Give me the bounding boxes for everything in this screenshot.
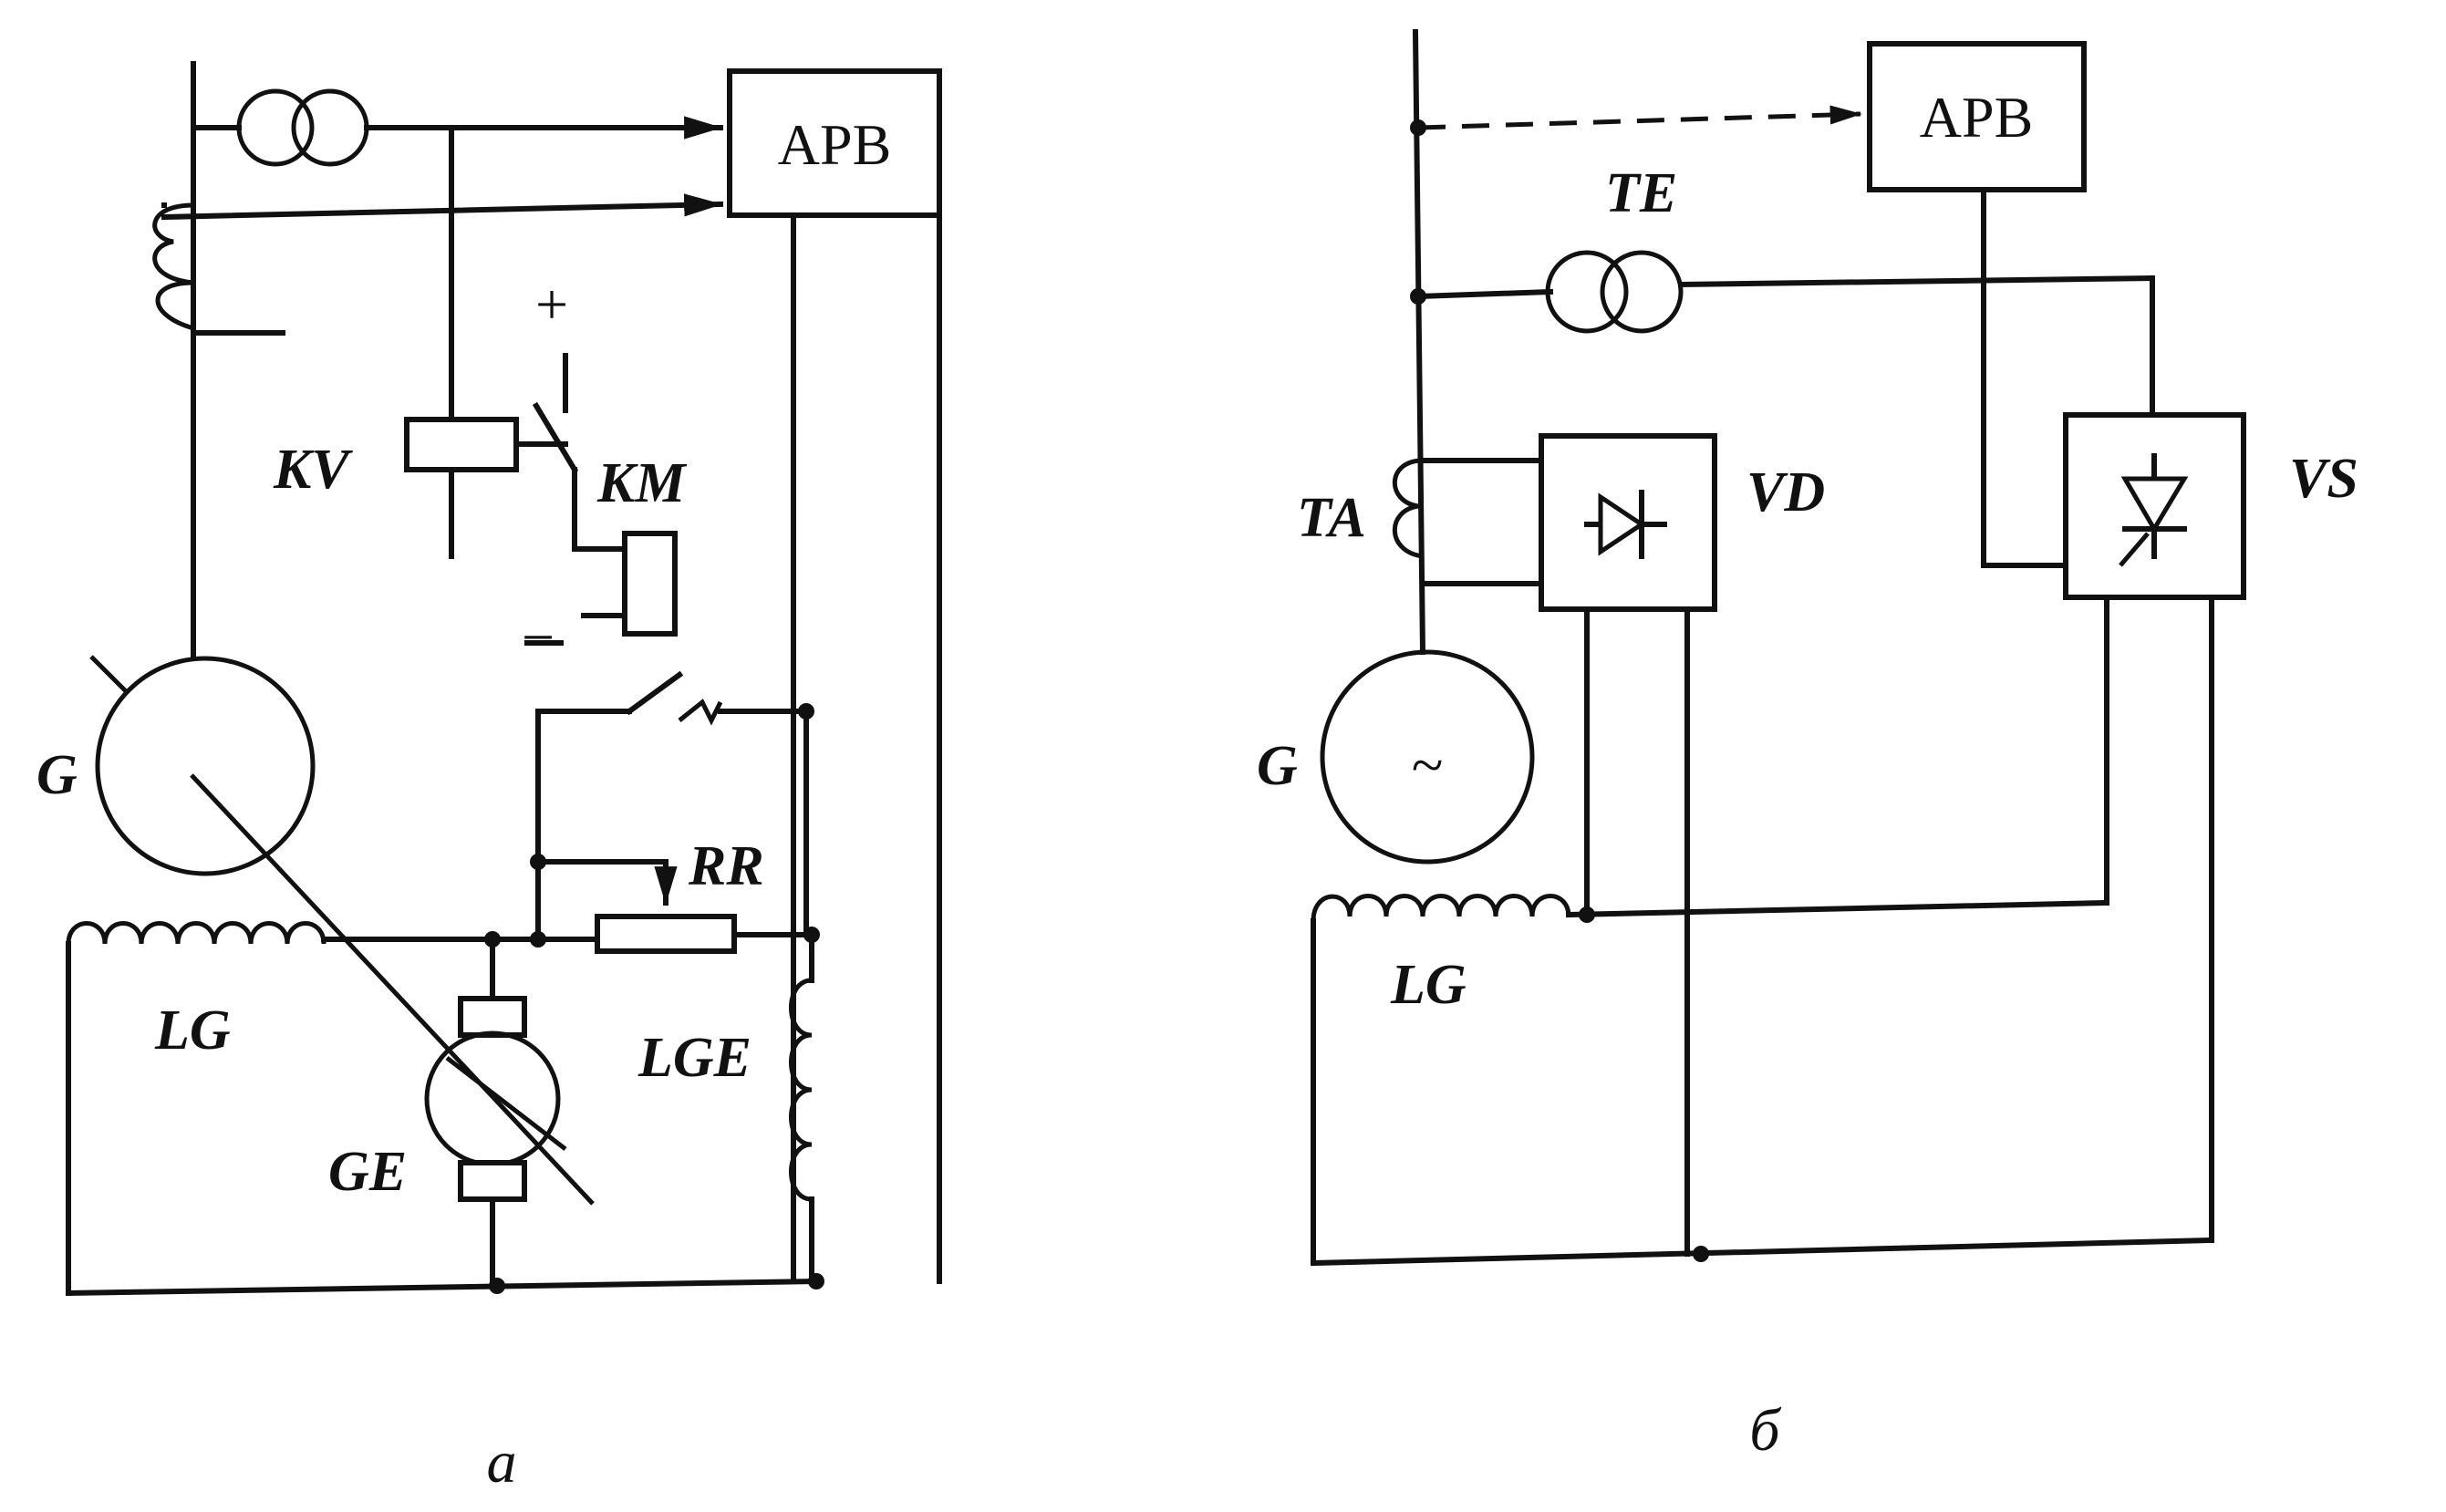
relay-kv-coil: [404, 417, 519, 472]
regulator-signal-dashed: [1417, 105, 1862, 130]
label-lg-a: LG: [154, 999, 231, 1062]
label-kv: KV: [273, 439, 353, 501]
generator-g-b-icon: [1320, 649, 1535, 865]
relay-kv-contact: [532, 401, 579, 474]
generator-ac-symbol: ~: [1412, 732, 1444, 797]
exciter-winding-lge-icon: [789, 978, 813, 1202]
exciter-brush-bottom: [458, 1160, 527, 1202]
diode-icon: [1584, 490, 1667, 559]
current-transformer-coil-icon: [152, 202, 194, 331]
voltage-transformer-icon: [191, 88, 454, 167]
generator-winding-lg-b-icon: [1311, 894, 1571, 922]
caption-b: б: [1749, 1397, 1781, 1464]
contactor-km-coil: [622, 531, 678, 637]
exciter-brush-top: [458, 996, 527, 1038]
thyristor-icon: [2119, 453, 2189, 567]
label-te: TE: [1605, 162, 1677, 224]
diagram-a: АРВ: [36, 61, 942, 1496]
regulator-box-a: [727, 68, 942, 218]
current-signal-arrow: [161, 193, 724, 221]
diagram-b: АРВ: [1257, 28, 2358, 1464]
plus-sign: +: [535, 272, 568, 337]
arc-chute-icon: [678, 699, 723, 726]
label-lge: LGE: [637, 1027, 751, 1089]
label-km: KM: [596, 452, 687, 514]
label-ta: TA: [1297, 487, 1366, 549]
regulator-label-a: АРВ: [778, 112, 892, 177]
caption-a: а: [487, 1429, 517, 1496]
label-lg-b: LG: [1390, 954, 1467, 1016]
regulator-box-b: [1867, 41, 2087, 192]
minus-sign: −: [522, 605, 554, 669]
shaft-line: [190, 773, 595, 1206]
regulator-label-b: АРВ: [1920, 85, 2034, 150]
label-g-b: G: [1257, 735, 1298, 797]
generator-winding-lg-icon: [66, 921, 326, 945]
label-g-a: G: [36, 744, 78, 806]
rheostat-rr: [595, 914, 737, 954]
label-vd: VD: [1746, 461, 1825, 523]
contactor-km-contact: [625, 670, 684, 716]
label-ge: GE: [328, 1141, 407, 1203]
excitation-transformer-te-icon: [1415, 250, 2156, 334]
current-transformer-ta-icon: [1392, 458, 1424, 559]
generator-g-icon: [95, 656, 316, 876]
label-rr: RR: [688, 835, 764, 897]
label-vs: VS: [2289, 448, 2358, 510]
